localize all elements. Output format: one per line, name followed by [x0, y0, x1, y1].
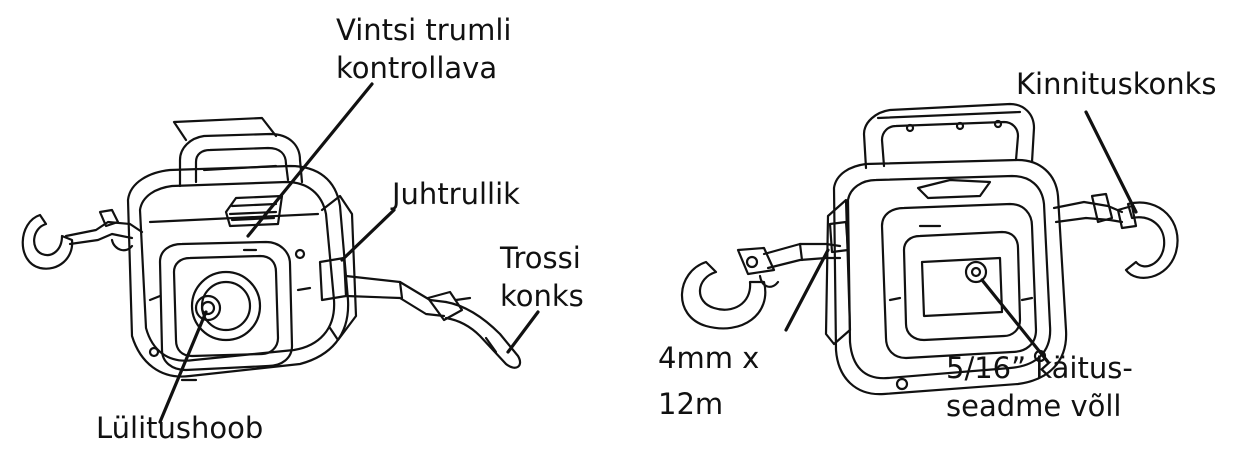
- label-rope-size-line2: 12m: [658, 386, 723, 414]
- label-rope-size-line1: 4mm x: [658, 340, 759, 376]
- label-rope-hook-line2: konks: [500, 278, 584, 314]
- leader-switch-lever: [160, 312, 206, 422]
- label-drum-cover-line1: Vintsi trumli: [336, 12, 511, 48]
- label-mount-hook: Kinnituskonks: [1016, 66, 1217, 102]
- leader-rope-hook: [508, 312, 538, 352]
- label-guide-roller: Juhtrullik: [392, 176, 520, 212]
- left-winch-mount-hook: [23, 210, 142, 269]
- label-drum-cover-line2: kontrollava: [336, 50, 497, 86]
- right-leader-lines: [786, 112, 1136, 362]
- label-shaft-line2: seadme võll: [946, 388, 1121, 424]
- left-winch-rope-and-hook: [346, 276, 520, 368]
- leader-guide-roller: [342, 210, 394, 260]
- right-winch-mount-hook: [1054, 194, 1178, 278]
- leader-drum-cover: [248, 84, 372, 236]
- left-winch-body: [128, 118, 356, 380]
- leader-mount-hook: [1086, 112, 1136, 212]
- label-switch-lever: Lülitushoob: [96, 410, 263, 446]
- label-rope-hook-line1: Trossi: [500, 240, 581, 276]
- label-shaft-line1: 5/16” käitus-: [946, 350, 1133, 386]
- left-winch-drawing: [23, 84, 538, 422]
- right-winch-rope-hook: [682, 244, 840, 328]
